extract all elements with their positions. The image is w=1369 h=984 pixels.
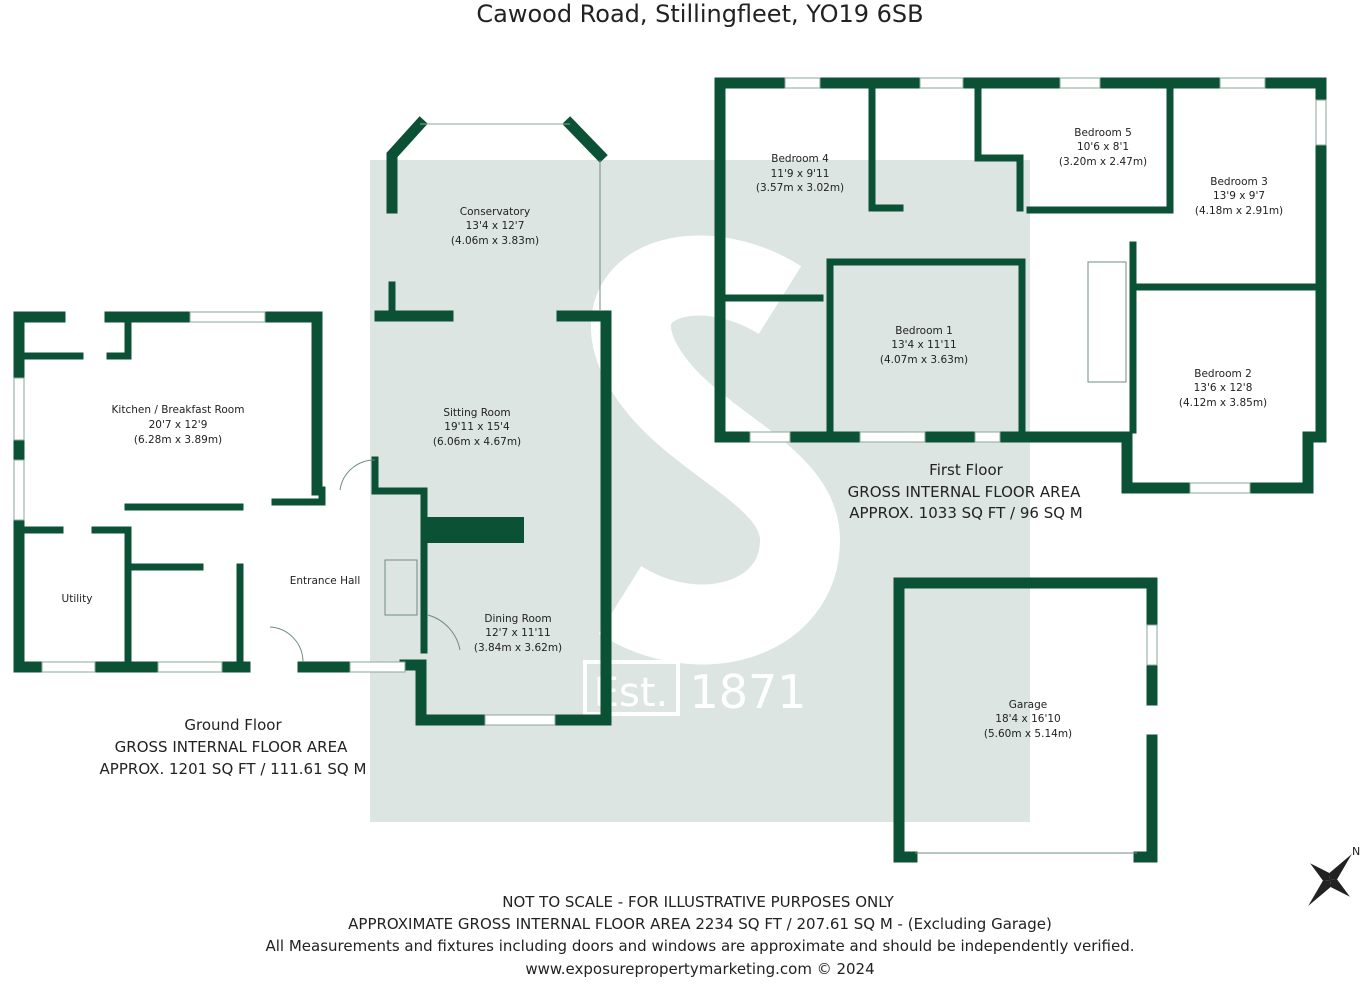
room-imperial: 19'11 x 15'4 [444, 421, 510, 433]
room-imperial: 13'4 x 11'11 [891, 339, 956, 351]
floor-area: APPROX. 1033 SQ FT / 96 SQ M [849, 504, 1082, 522]
room-metric: (4.06m x 3.83m) [451, 235, 539, 247]
room-metric: (4.07m x 3.63m) [880, 354, 968, 366]
room-name: Bedroom 5 [1074, 127, 1132, 139]
room-name: Utility [62, 593, 93, 605]
watermark-year: 1871 [689, 665, 806, 719]
room-name: Sitting Room [443, 407, 510, 419]
room-imperial: 13'6 x 12'8 [1194, 382, 1253, 394]
room-metric: (3.84m x 3.62m) [474, 642, 562, 654]
room-name: Dining Room [484, 613, 551, 625]
room-imperial: 13'9 x 9'7 [1213, 190, 1265, 202]
footer-line-2: APPROXIMATE GROSS INTERNAL FLOOR AREA 22… [348, 915, 1052, 933]
room-imperial: 20'7 x 12'9 [149, 419, 208, 431]
room-metric: (6.06m x 4.67m) [433, 436, 521, 448]
floor-name: First Floor [929, 461, 1003, 479]
room-imperial: 18'4 x 16'10 [995, 713, 1060, 725]
footer-line-1: NOT TO SCALE - FOR ILLUSTRATIVE PURPOSES… [502, 893, 894, 911]
compass-rose-icon [1308, 853, 1352, 907]
room-metric: (3.20m x 2.47m) [1059, 156, 1147, 168]
room-imperial: 12'7 x 11'11 [485, 627, 550, 639]
floor-name: Ground Floor [184, 716, 282, 734]
ground-floor-plan: Conservatory 13'4 x 12'7 (4.06m x 3.83m)… [13, 116, 612, 778]
floor-area-label: GROSS INTERNAL FLOOR AREA [848, 483, 1081, 501]
room-name: Kitchen / Breakfast Room [112, 404, 245, 416]
room-name: Bedroom 4 [771, 153, 829, 165]
footer-line-4: www.exposurepropertymarketing.com © 2024 [525, 960, 874, 978]
garage-plan: Garage 18'4 x 16'10 (5.60m x 5.14m) [893, 577, 1158, 863]
floor-area: APPROX. 1201 SQ FT / 111.61 SQ M [100, 760, 367, 778]
watermark: Est. 1871 [370, 160, 1030, 822]
room-metric: (4.18m x 2.91m) [1195, 205, 1283, 217]
room-metric: (5.60m x 5.14m) [984, 728, 1072, 740]
room-name: Garage [1009, 699, 1047, 711]
page-title: Cawood Road, Stillingfleet, YO19 6SB [476, 0, 923, 28]
room-name: Bedroom 3 [1210, 176, 1268, 188]
room-metric: (6.28m x 3.89m) [134, 434, 222, 446]
floor-area-label: GROSS INTERNAL FLOOR AREA [115, 738, 348, 756]
room-metric: (4.12m x 3.85m) [1179, 397, 1267, 409]
room-name: Bedroom 2 [1194, 368, 1252, 380]
room-name: Entrance Hall [290, 575, 361, 587]
compass-north-label: N [1352, 845, 1360, 858]
room-name: Conservatory [460, 206, 530, 218]
first-floor-plan: Bedroom 4 11'9 x 9'11 (3.57m x 3.02m) Be… [714, 77, 1327, 522]
room-imperial: 10'6 x 8'1 [1077, 141, 1129, 153]
room-metric: (3.57m x 3.02m) [756, 182, 844, 194]
footer-line-3: All Measurements and fixtures including … [265, 937, 1134, 955]
room-imperial: 13'4 x 12'7 [466, 220, 525, 232]
room-imperial: 11'9 x 9'11 [771, 168, 830, 180]
room-name: Bedroom 1 [895, 325, 953, 337]
